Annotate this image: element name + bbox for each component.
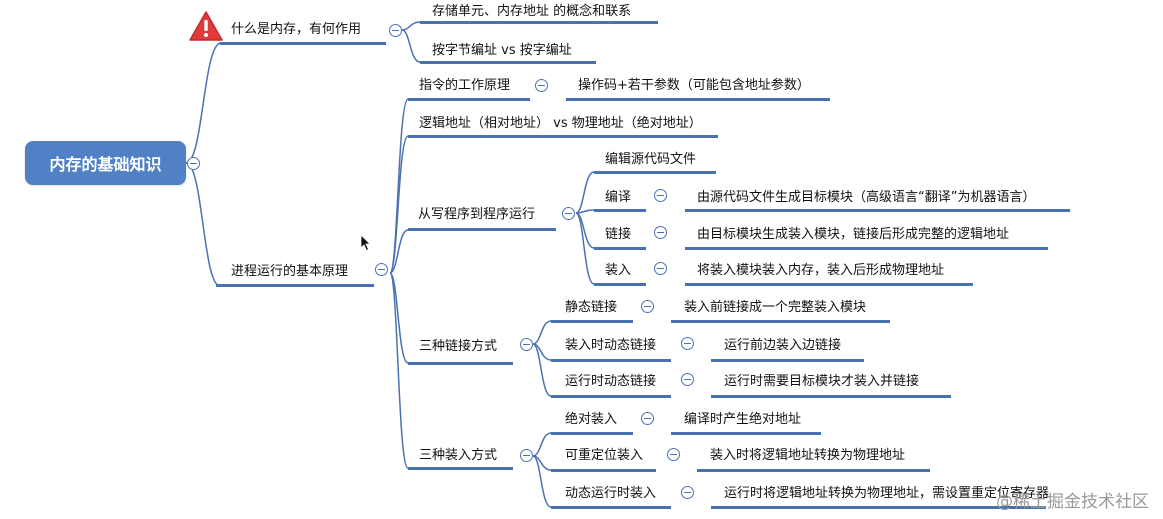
- node-logical-physical[interactable]: 逻辑地址（相对地址） vs 物理地址（绝对地址）: [419, 116, 702, 131]
- node-underline: [551, 320, 633, 323]
- node-underline: [685, 283, 973, 286]
- node-dynamic-load[interactable]: 动态运行时装入: [565, 486, 657, 501]
- node-absolute-load-desc[interactable]: 编译时产生绝对地址: [684, 412, 802, 427]
- node-underline: [594, 283, 646, 286]
- node-instruction[interactable]: 指令的工作原理: [419, 78, 511, 93]
- node-underline: [216, 284, 374, 287]
- node-underline: [711, 359, 864, 362]
- node-underline: [594, 247, 646, 250]
- node-underline: [408, 362, 513, 365]
- node-underline: [551, 506, 671, 509]
- static-link-collapse-toggle[interactable]: [641, 300, 654, 313]
- node-load-methods[interactable]: 三种装入方式: [419, 448, 498, 463]
- node-underline: [671, 320, 890, 323]
- compile-collapse-toggle[interactable]: [654, 189, 667, 202]
- node-underline: [420, 61, 596, 64]
- what-is-memory-collapse-toggle[interactable]: [389, 24, 402, 37]
- root-collapse-toggle[interactable]: [187, 157, 200, 170]
- node-compile-desc[interactable]: 由源代码文件生成目标模块（高级语言“翻译”为机器语言）: [697, 190, 1036, 205]
- node-underline: [408, 467, 513, 470]
- node-opcode[interactable]: 操作码+若干参数（可能包含地址参数）: [578, 78, 810, 93]
- node-underline: [711, 395, 951, 398]
- node-absolute-load[interactable]: 绝对装入: [565, 412, 618, 427]
- node-link[interactable]: 链接: [605, 227, 632, 242]
- node-what-is-memory[interactable]: 什么是内存，有何作用: [231, 22, 362, 37]
- node-edit-source[interactable]: 编辑源代码文件: [605, 152, 697, 167]
- process-principle-collapse-toggle[interactable]: [375, 263, 388, 276]
- node-underline: [408, 135, 718, 138]
- link-methods-collapse-toggle[interactable]: [520, 338, 533, 351]
- instruction-collapse-toggle[interactable]: [535, 79, 548, 92]
- absolute-load-collapse-toggle[interactable]: [641, 412, 654, 425]
- node-underline: [671, 432, 821, 435]
- root-label: 内存的基础知识: [49, 155, 162, 174]
- node-relocatable-load-desc[interactable]: 装入时将逻辑地址转换为物理地址: [710, 448, 906, 463]
- node-underline: [551, 432, 633, 435]
- node-static-link-desc[interactable]: 装入前链接成一个完整装入模块: [684, 300, 867, 315]
- node-static-link[interactable]: 静态链接: [565, 300, 618, 315]
- dynamic-load-collapse-toggle[interactable]: [681, 486, 694, 499]
- node-relocatable-load[interactable]: 可重定位装入: [565, 448, 644, 463]
- node-link-methods[interactable]: 三种链接方式: [419, 339, 498, 354]
- node-underline: [408, 228, 556, 231]
- node-load-time-link[interactable]: 装入时动态链接: [565, 338, 657, 353]
- node-run-time-link-desc[interactable]: 运行时需要目标模块才装入并链接: [724, 374, 920, 389]
- link-collapse-toggle[interactable]: [654, 226, 667, 239]
- node-underline: [551, 395, 671, 398]
- node-underline: [685, 247, 1048, 250]
- node-run-time-link[interactable]: 运行时动态链接: [565, 374, 657, 389]
- watermark: @稀土掘金技术社区: [996, 492, 1149, 512]
- node-compile[interactable]: 编译: [605, 190, 632, 205]
- node-load[interactable]: 装入: [605, 263, 632, 278]
- node-storage-unit[interactable]: 存储单元、内存地址 的概念和联系: [432, 4, 632, 19]
- node-underline: [685, 209, 1070, 212]
- node-underline: [566, 98, 830, 101]
- node-load-desc[interactable]: 将装入模块装入内存，装入后形成物理地址: [697, 263, 945, 278]
- node-write-to-run[interactable]: 从写程序到程序运行: [418, 207, 536, 222]
- node-underline: [594, 171, 716, 174]
- load-collapse-toggle[interactable]: [654, 262, 667, 275]
- node-underline: [220, 42, 386, 45]
- node-load-time-link-desc[interactable]: 运行前边装入边链接: [724, 338, 842, 353]
- node-underline: [551, 359, 671, 362]
- node-underline: [420, 21, 658, 24]
- mouse-cursor-icon: [360, 234, 371, 252]
- run-time-link-collapse-toggle[interactable]: [681, 373, 694, 386]
- warning-icon: [189, 11, 223, 41]
- node-underline: [408, 98, 530, 101]
- node-link-desc[interactable]: 由目标模块生成装入模块，链接后形成完整的逻辑地址: [697, 227, 1010, 242]
- node-dynamic-load-desc[interactable]: 运行时将逻辑地址转换为物理地址，需设置重定位寄存器: [724, 486, 1050, 501]
- node-underline: [711, 506, 1046, 509]
- root-node[interactable]: 内存的基础知识: [25, 141, 186, 185]
- load-methods-collapse-toggle[interactable]: [520, 449, 533, 462]
- node-underline: [551, 469, 656, 472]
- load-time-link-collapse-toggle[interactable]: [681, 337, 694, 350]
- node-underline: [594, 209, 646, 212]
- node-process-principle[interactable]: 进程运行的基本原理: [231, 264, 349, 279]
- node-byte-vs-word[interactable]: 按字节编址 vs 按字编址: [432, 43, 572, 58]
- relocatable-load-collapse-toggle[interactable]: [667, 448, 680, 461]
- write-to-run-collapse-toggle[interactable]: [562, 207, 575, 220]
- node-underline: [697, 469, 930, 472]
